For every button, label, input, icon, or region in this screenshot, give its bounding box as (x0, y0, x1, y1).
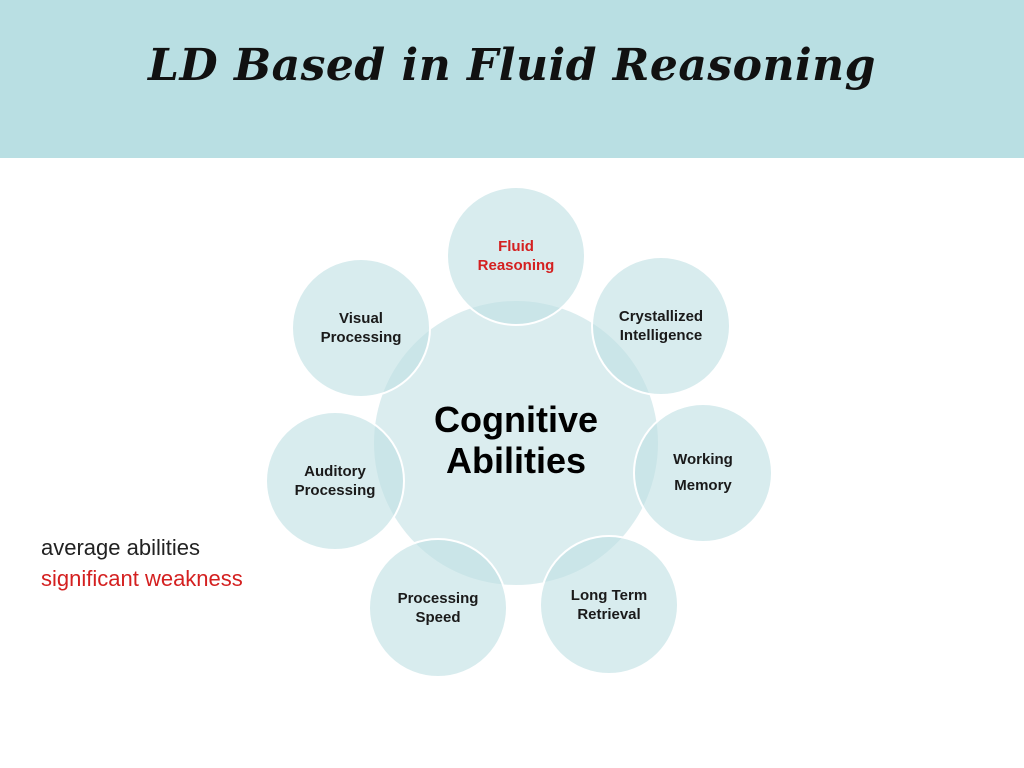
node-label: Processing Speed (378, 589, 498, 628)
node-label-line2: Processing (320, 329, 402, 346)
node-label-line1: Visual (339, 309, 383, 327)
legend-average-abilities: average abilities (41, 535, 200, 560)
node-fluid-reasoning: Fluid Reasoning (446, 186, 586, 326)
node-label: Long Term Retrieval (549, 586, 669, 625)
node-long-term-retrieval: Long Term Retrieval (539, 535, 679, 675)
node-label: Visual Processing (301, 309, 421, 348)
node-label-line2: Memory (674, 477, 732, 494)
legend-significant-weakness: significant weakness (41, 566, 243, 591)
node-label: Fluid Reasoning (456, 237, 576, 276)
node-label: Auditory Processing (275, 462, 395, 501)
node-label-line1: Processing (397, 589, 479, 607)
node-label-line2: Retrieval (577, 606, 641, 623)
node-label-line1: Working (673, 450, 733, 468)
legend: average abilities significant weakness (41, 532, 243, 594)
node-working-memory: Working Memory (633, 403, 773, 543)
node-visual-processing: Visual Processing (291, 258, 431, 398)
node-label-line1: Crystallized (618, 307, 704, 325)
node-processing-speed: Processing Speed (368, 538, 508, 678)
node-label-line2: Processing (294, 482, 376, 499)
node-label: Crystallized Intelligence (601, 307, 721, 346)
node-label-line1: Fluid (498, 237, 534, 255)
node-crystallized-intelligence: Crystallized Intelligence (591, 256, 731, 396)
node-label-line2: Reasoning (477, 257, 555, 274)
center-label: Cognitive Abilities (433, 398, 598, 481)
node-label: Working Memory (643, 447, 763, 500)
node-label-line1: Long Term (570, 586, 648, 604)
node-auditory-processing: Auditory Processing (265, 411, 405, 551)
slide-title: LD Based in Fluid Reasoning (148, 40, 876, 91)
node-label-line2: Intelligence (619, 327, 703, 344)
title-band: LD Based in Fluid Reasoning (0, 0, 1024, 158)
node-label-line1: Auditory (304, 462, 366, 480)
node-label-line2: Speed (415, 609, 461, 626)
